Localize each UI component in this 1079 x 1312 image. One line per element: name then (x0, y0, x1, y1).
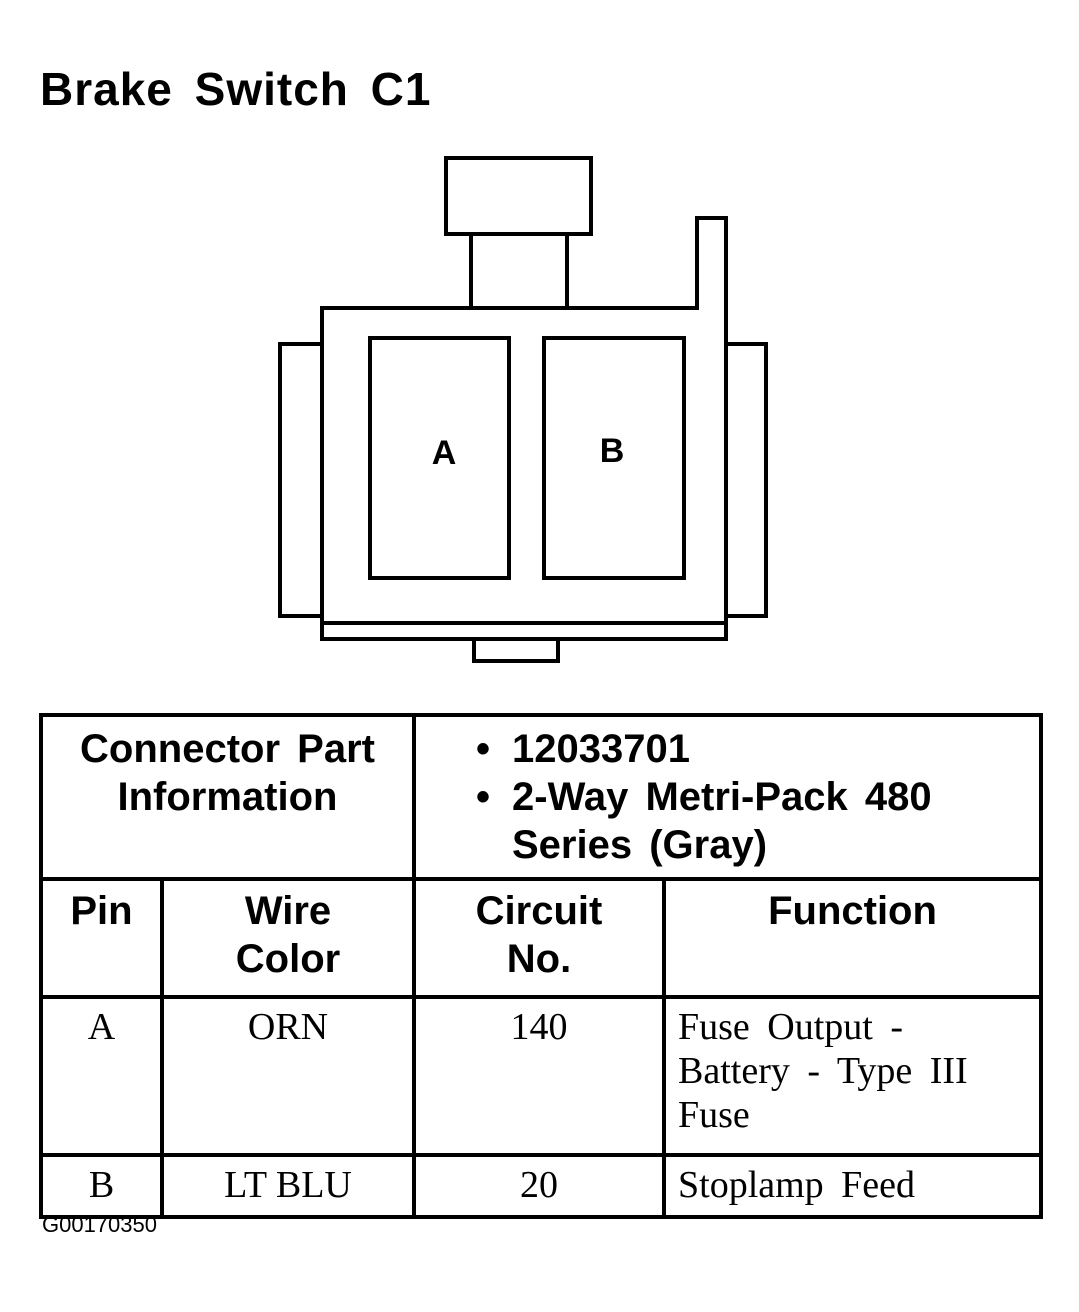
connector-left-ear (278, 342, 324, 618)
table-row: B LT BLU 20 Stoplamp Feed (39, 1153, 1044, 1219)
part-series: 2-Way Metri-Pack 480 Series (Gray) (512, 775, 932, 867)
header-pin-text: Pin (70, 889, 133, 933)
figure-id: G00170350 (42, 1212, 157, 1237)
part-info-label: Connector Part Information (39, 713, 416, 881)
header-circuit-no: Circuit No. (412, 877, 666, 999)
header-pin: Pin (39, 877, 164, 999)
connector-bottom-key (472, 637, 560, 663)
part-info-list: • 12033701 • 2-Way Metri-Pack 480 Series (… (476, 725, 1039, 869)
cavity-a-label: A (432, 434, 457, 472)
part-number: 12033701 (512, 727, 690, 771)
circuit-cell: 140 (412, 995, 666, 1157)
part-info-label-text: Connector Part Information (80, 727, 375, 819)
connector-info-table: Connector Part Information • 12033701 • 2-… (39, 713, 1044, 1219)
header-function-text: Function (768, 889, 937, 933)
circuit-cell: 20 (412, 1153, 666, 1219)
cavity-a (368, 336, 511, 580)
header-wire-color: Wire Color (160, 877, 416, 999)
header-wire-color-text: Wire Color (235, 889, 341, 981)
function-cell: Stoplamp Feed (661, 1153, 1044, 1219)
pin-cell: A (39, 995, 164, 1157)
table-row: A ORN 140 Fuse Output - Battery - Type I… (39, 995, 1044, 1157)
connector-face-diagram: A B (278, 156, 768, 663)
connector-body (320, 216, 728, 625)
header-row: Pin Wire Color Circuit No. Function (39, 877, 1044, 999)
connector-latch-stem (469, 232, 569, 310)
connector-bottom-lip (320, 621, 728, 641)
bullet-icon: • (476, 727, 491, 771)
pin-cell: B (39, 1153, 164, 1219)
part-info-row: Connector Part Information • 12033701 • 2-… (39, 713, 1044, 881)
part-info-values: • 12033701 • 2-Way Metri-Pack 480 Series (… (411, 713, 1044, 881)
part-series-item: • 2-Way Metri-Pack 480 Series (Gray) (476, 773, 1039, 869)
cavity-b (542, 336, 686, 580)
connector-right-ear (724, 342, 768, 618)
function-cell: Fuse Output - Battery - Type III Fuse (661, 995, 1044, 1157)
connector-latch-top (444, 156, 593, 236)
header-circuit-no-text: Circuit No. (475, 889, 603, 981)
cavity-b-label: B (600, 432, 625, 470)
wire-color-cell: ORN (160, 995, 416, 1157)
diagram-title: Brake Switch C1 (40, 63, 432, 115)
header-function: Function (661, 877, 1044, 999)
part-number-item: • 12033701 (476, 725, 1039, 773)
wire-color-cell: LT BLU (160, 1153, 416, 1219)
bullet-icon: • (476, 775, 491, 819)
